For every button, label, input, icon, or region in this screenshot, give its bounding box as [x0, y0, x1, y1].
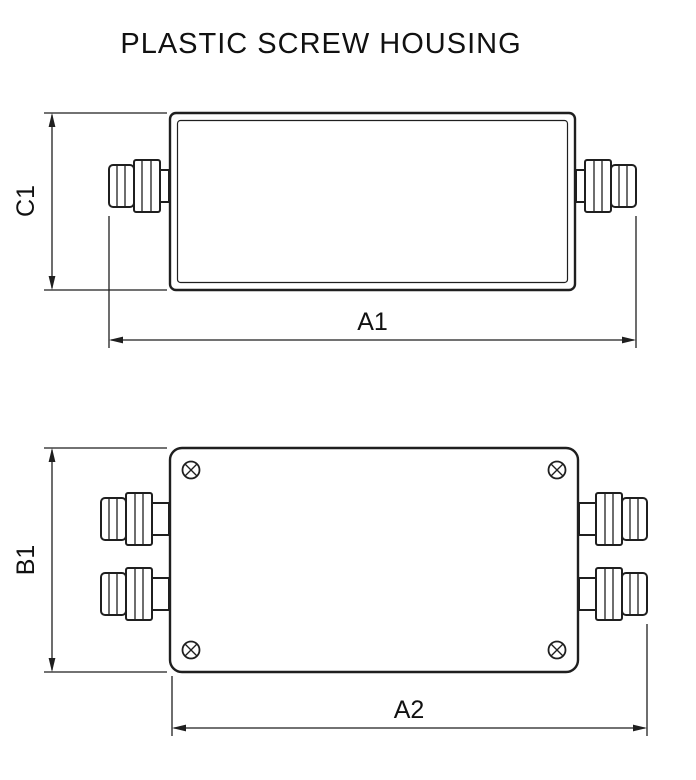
gland-cap: [621, 497, 648, 541]
arrowhead-right-icon: [633, 724, 647, 732]
dimension-b1: B1: [12, 447, 167, 673]
arrowhead-down-icon: [48, 658, 56, 672]
gland-flange: [575, 169, 586, 203]
gland-nut: [133, 159, 161, 213]
gland-nut: [595, 567, 623, 621]
gland-cap: [100, 497, 127, 541]
screw-bottom-right-icon: [547, 640, 567, 660]
plan-view: [100, 446, 648, 674]
dim-label-c1: C1: [12, 185, 40, 217]
gland-cap: [108, 164, 135, 208]
cable-gland-left-top-icon: [100, 492, 170, 546]
screw-slot-line: [184, 643, 198, 657]
dim-label-a2: A2: [394, 696, 425, 724]
gland-cap: [100, 572, 127, 616]
gland-nut: [125, 567, 153, 621]
arrowhead-down-icon: [48, 276, 56, 290]
dimension-c1: C1: [12, 112, 167, 291]
housing-lid-inner-line: [176, 119, 569, 284]
gland-flange: [578, 577, 597, 611]
arrowhead-up-icon: [48, 448, 56, 462]
screw-slot-line: [550, 463, 564, 477]
dim-label-b1: B1: [12, 545, 40, 576]
gland-cap: [621, 572, 648, 616]
gland-nut: [595, 492, 623, 546]
gland-flange: [578, 502, 597, 536]
gland-nut: [584, 159, 612, 213]
cable-gland-left-bottom-icon: [100, 567, 170, 621]
gland-flange: [151, 577, 170, 611]
arrowhead-left-icon: [109, 336, 123, 344]
gland-flange: [159, 169, 170, 203]
gland-flange: [151, 502, 170, 536]
housing-body-outline: [168, 111, 577, 292]
arrowhead-up-icon: [48, 113, 56, 127]
screw-slot-line: [184, 463, 198, 477]
housing-lid-outline: [168, 446, 580, 674]
dim-label-a1: A1: [357, 308, 388, 336]
screw-top-left-icon: [181, 460, 201, 480]
screw-top-right-icon: [547, 460, 567, 480]
side-view: [108, 111, 637, 292]
cable-gland-right-top-icon: [578, 492, 648, 546]
dimension-a2: A2: [171, 624, 648, 736]
drawing-title: PLASTIC SCREW HOUSING: [120, 28, 521, 60]
cable-gland-left-icon: [108, 159, 170, 213]
dimension-a1: A1: [108, 216, 637, 348]
cable-gland-right-bottom-icon: [578, 567, 648, 621]
screw-slot-line: [550, 643, 564, 657]
arrowhead-left-icon: [172, 724, 186, 732]
gland-nut: [125, 492, 153, 546]
cable-gland-right-icon: [575, 159, 637, 213]
screw-bottom-left-icon: [181, 640, 201, 660]
arrowhead-right-icon: [622, 336, 636, 344]
gland-cap: [610, 164, 637, 208]
